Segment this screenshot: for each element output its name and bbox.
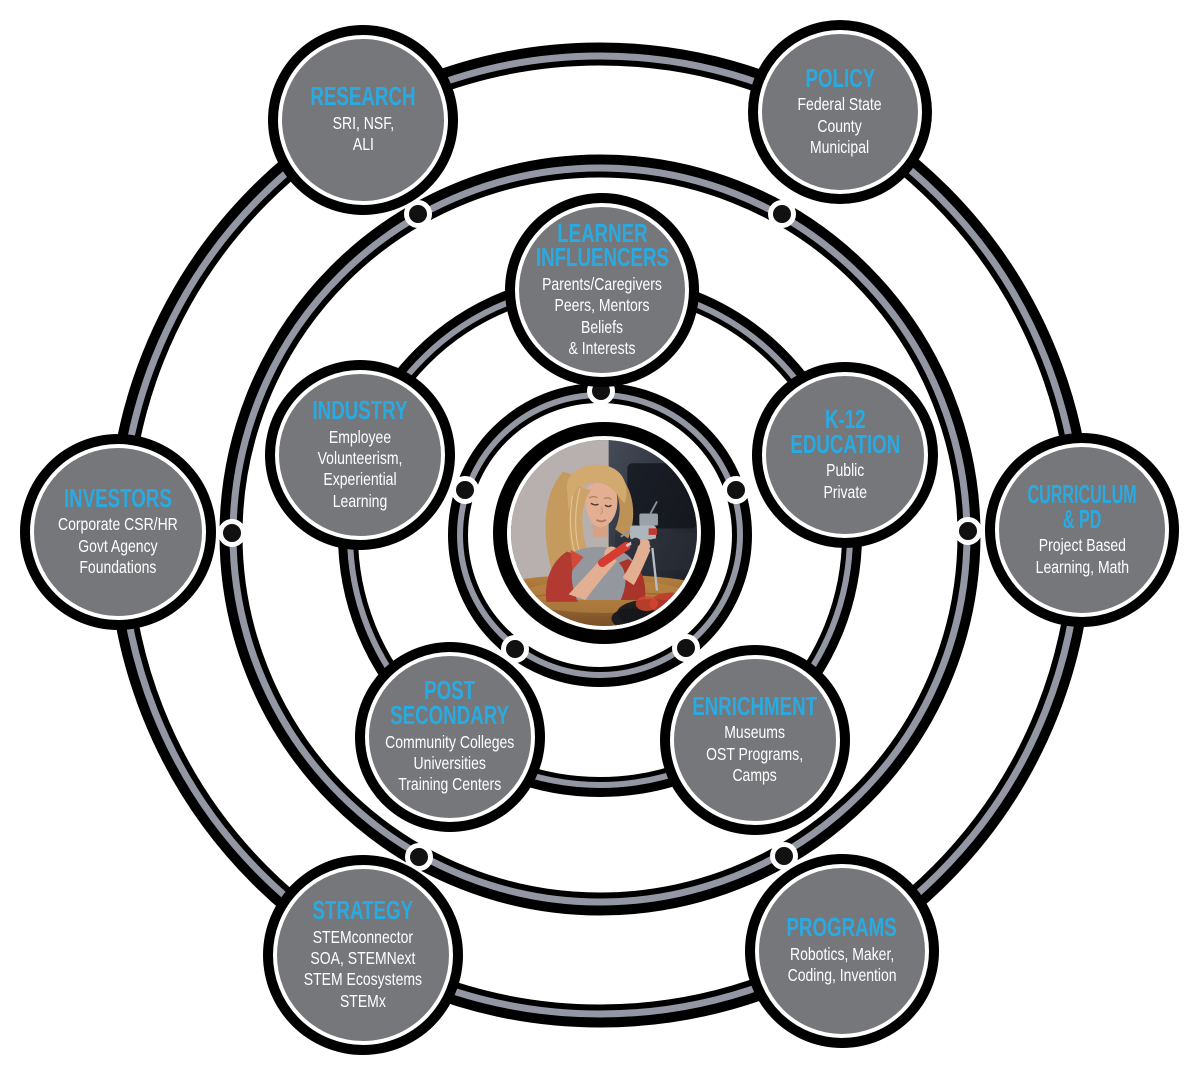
node-policy-body: Federal State County Municipal (797, 94, 883, 158)
node-investors-body: Corporate CSR/HR Govt Agency Foundations (58, 514, 178, 578)
node-enrichment-title: ENRICHMENT (692, 690, 818, 721)
node-post-secondary-title: POST SECONDARY (390, 675, 510, 730)
dot-curriculum-pd (954, 517, 982, 545)
node-k12-education-body: Public Private (823, 460, 867, 502)
node-strategy: STRATEGY STEMconnector SOA, STEMNext STE… (273, 865, 453, 1045)
node-industry: INDUSTRY Employee Volunteerism, Experien… (275, 370, 445, 540)
node-policy: POLICY Federal State County Municipal (758, 30, 922, 194)
node-curriculum-pd-body: Project Based Learning, Math (1035, 535, 1129, 577)
node-post-secondary-body: Community Colleges Universities Training… (385, 731, 515, 795)
dot-research (404, 200, 432, 228)
girl-building-robot-illustration (511, 440, 697, 626)
dot-enrichment (672, 634, 700, 662)
node-strategy-body: STEMconnector SOA, STEMNext STEM Ecosyst… (303, 926, 423, 1011)
node-curriculum-pd: CURRICULUM & PD Project Based Learning, … (995, 443, 1169, 617)
dot-policy (768, 200, 796, 228)
node-investors: INVESTORS Corporate CSR/HR Govt Agency F… (30, 444, 206, 620)
node-enrichment: ENRICHMENT Museums OST Programs, Camps (670, 655, 840, 825)
node-industry-title: INDUSTRY (312, 394, 408, 425)
node-research-body: SRI, NSF, ALI (332, 113, 394, 155)
node-policy-title: POLICY (805, 62, 875, 93)
node-learner-influencers-body: Parents/Caregivers Peers, Mentors Belief… (542, 274, 662, 359)
node-strategy-title: STRATEGY (312, 894, 414, 925)
node-industry-body: Employee Volunteerism, Experiential Lear… (317, 426, 403, 511)
node-investors-title: INVESTORS (64, 482, 172, 513)
dot-programs (770, 842, 798, 870)
node-enrichment-body: Museums OST Programs, Camps (706, 722, 804, 786)
dot-learner-influencers (587, 377, 615, 405)
connector-dots (218, 200, 982, 871)
dot-strategy (405, 843, 433, 871)
node-programs-title: PROGRAMS (786, 912, 898, 943)
dot-post-secondary (501, 635, 529, 663)
node-curriculum-pd-title: CURRICULUM & PD (1027, 478, 1137, 534)
node-learner-influencers: LEARNER INFLUENCERS Parents/Caregivers P… (515, 203, 689, 377)
center-photo (507, 436, 701, 630)
dot-investors (218, 519, 246, 547)
node-research-title: RESEARCH (310, 81, 416, 112)
dot-k12-education (722, 476, 750, 504)
node-programs-body: Robotics, Maker, Coding, Invention (787, 944, 897, 986)
node-learner-influencers-title: LEARNER INFLUENCERS (535, 217, 669, 273)
node-k12-education-title: K-12 EDUCATION (790, 403, 900, 459)
dot-industry (451, 476, 479, 504)
node-programs: PROGRAMS Robotics, Maker, Coding, Invent… (755, 864, 929, 1038)
node-k12-education: K-12 EDUCATION Public Private (762, 372, 928, 538)
node-research: RESEARCH SRI, NSF, ALI (278, 35, 448, 205)
node-post-secondary: POST SECONDARY Community Colleges Univer… (365, 652, 535, 822)
